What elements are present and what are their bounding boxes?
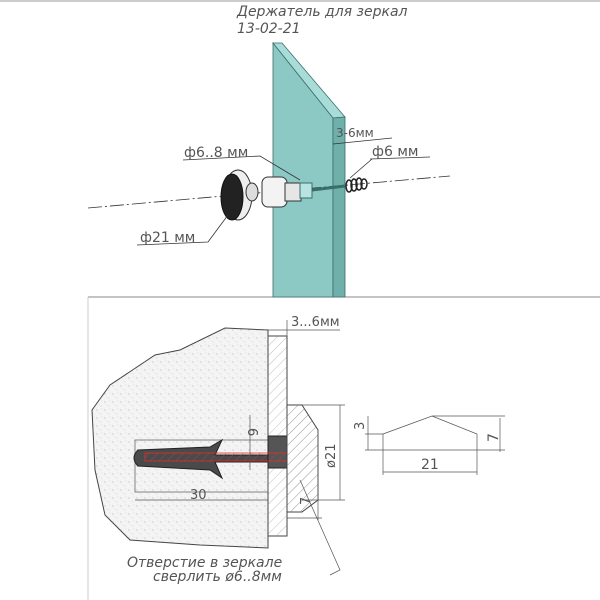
dowel-spring bbox=[345, 177, 368, 193]
label-dowel-diameter: ф6 мм bbox=[372, 144, 418, 160]
note-line-2: сверлить ø6..8мм bbox=[153, 569, 282, 585]
label-hole-diameter: ф6..8 мм bbox=[184, 145, 248, 161]
wall-texture bbox=[92, 328, 268, 548]
cap-hatch bbox=[287, 405, 318, 512]
decorative-cap bbox=[220, 169, 259, 221]
label-profile-height-small: 3 bbox=[353, 422, 368, 430]
mirror-glass-panel bbox=[272, 41, 346, 298]
note-line-1: Отверстие в зеркале bbox=[127, 555, 282, 571]
label-glass-thickness: 3-6мм bbox=[336, 126, 374, 140]
title: Держатель для зеркал bbox=[236, 4, 408, 20]
drawing-code: 13-02-21 bbox=[237, 21, 301, 37]
leader-lines bbox=[136, 137, 431, 246]
label-cap-diameter: ф21 мм bbox=[140, 230, 195, 246]
dimension-lines bbox=[135, 320, 505, 576]
label-glass-thickness-section: 3...6мм bbox=[291, 315, 340, 330]
holder-sleeve bbox=[261, 176, 346, 208]
label-cap-offset: 7 bbox=[299, 497, 314, 505]
label-profile-width: 21 bbox=[421, 457, 439, 473]
label-depth: 30 bbox=[190, 488, 207, 503]
label-cap-dia: ø21 bbox=[324, 444, 339, 469]
screw-section bbox=[144, 452, 306, 462]
label-profile-height: 7 bbox=[486, 433, 502, 442]
label-dowel-dim: 6 bbox=[244, 428, 259, 436]
